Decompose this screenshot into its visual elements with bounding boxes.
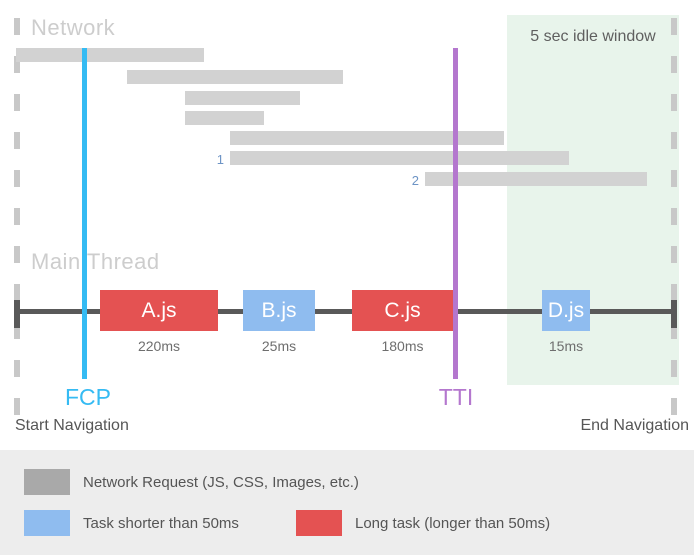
start-navigation-label: Start Navigation [15, 417, 129, 434]
task-duration: 180ms [381, 338, 424, 354]
task-a-js: A.js [100, 290, 218, 331]
network-request-bar [185, 111, 264, 125]
network-section-title: Network [31, 15, 116, 40]
network-request-bar [425, 172, 647, 186]
task-duration: 15ms [548, 338, 584, 354]
network-bar-number: 1 [216, 152, 224, 167]
task-group: B.js 25ms [243, 290, 315, 354]
long-task-swatch-icon [296, 510, 342, 536]
main-thread-section-title: Main Thread [31, 249, 160, 274]
task-group: D.js 15ms [542, 290, 590, 354]
legend-item-long-task: Long task (longer than 50ms) [296, 510, 550, 536]
network-request-bar [230, 131, 504, 145]
legend: Network Request (JS, CSS, Images, etc.) … [0, 450, 694, 555]
network-request-bar [127, 70, 343, 84]
timeline-start-cap [14, 300, 20, 328]
task-duration: 220ms [137, 338, 181, 354]
idle-window-region: 5 sec idle window [507, 15, 679, 385]
timeline-end-cap [671, 300, 677, 328]
fcp-marker-line [82, 48, 87, 379]
legend-item-network-request: Network Request (JS, CSS, Images, etc.) [24, 469, 359, 495]
network-request-swatch-icon [24, 469, 70, 495]
end-navigation-label: End Navigation [580, 417, 689, 434]
short-task-swatch-icon [24, 510, 70, 536]
task-b-js: B.js [243, 290, 315, 331]
task-c-js: C.js [352, 290, 453, 331]
network-bar-number: 2 [411, 173, 419, 188]
legend-item-short-task: Task shorter than 50ms [24, 510, 239, 536]
network-request-bar [16, 48, 204, 62]
network-request-bar [185, 91, 300, 105]
end-boundary-dashed-line [671, 18, 677, 415]
tti-label: TTI [438, 384, 474, 410]
idle-window-label: 5 sec idle window [530, 28, 656, 45]
legend-label-long-task: Long task (longer than 50ms) [355, 514, 551, 532]
main-thread-timeline [14, 300, 677, 328]
legend-label-network-request: Network Request (JS, CSS, Images, etc.) [83, 473, 359, 491]
task-d-js: D.js [542, 290, 590, 331]
start-boundary-dashed-line [14, 18, 20, 415]
task-duration: 25ms [261, 338, 297, 354]
tti-marker-line [453, 48, 458, 379]
task-group: A.js 220ms [100, 290, 218, 354]
fcp-label: FCP [65, 384, 111, 410]
legend-label-short-task: Task shorter than 50ms [83, 514, 239, 532]
network-request-bar [230, 151, 569, 165]
task-group: C.js 180ms [352, 290, 453, 354]
